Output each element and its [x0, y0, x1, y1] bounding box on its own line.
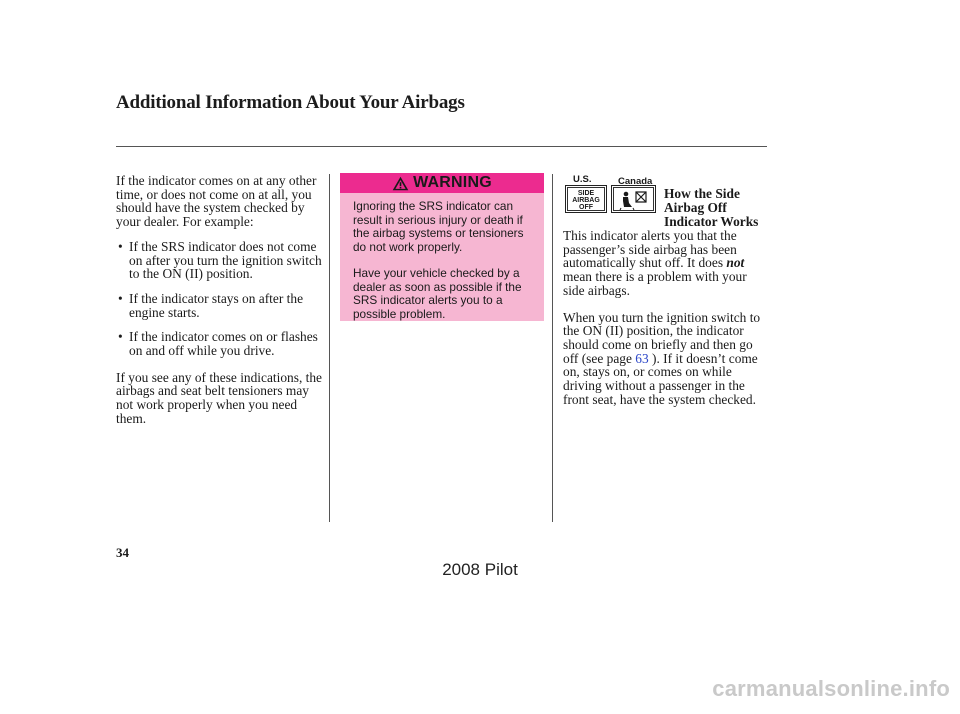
side-airbag-off-text-icon: SIDE AIRBAG OFF	[567, 187, 605, 211]
bullet-icon: •	[118, 290, 123, 306]
canada-label: Canada	[618, 176, 653, 187]
right-column: This indicator alerts you that the passe…	[563, 228, 771, 407]
side-airbag-heading: How the Side Airbag Off Indicator Works	[664, 186, 759, 229]
footer-model-label: 2008 Pilot	[442, 560, 518, 579]
page-number: 34	[116, 545, 129, 560]
list-item: • If the SRS indicator does not come on …	[118, 238, 322, 282]
warning-paragraph: Ignoring the SRS indicator can result in…	[353, 199, 524, 254]
warning-paragraph: Have your vehicle checked by a dealer as…	[353, 266, 522, 321]
intro-paragraph: If the indicator comes on at any other t…	[116, 173, 317, 230]
side-airbag-off-canada-icon	[611, 185, 656, 213]
column-divider-left	[329, 174, 330, 522]
warning-title: WARNING	[413, 174, 492, 191]
closing-paragraph: If you see any of these indications, the…	[116, 369, 323, 426]
left-column: If the indicator comes on at any other t…	[116, 174, 324, 426]
emphasis-not: not	[726, 255, 745, 271]
section-title: Additional Information About Your Airbag…	[116, 92, 465, 113]
svg-text:OFF: OFF	[579, 204, 594, 211]
us-label: U.S.	[573, 174, 592, 185]
warning-triangle-icon	[392, 176, 409, 190]
indicator-description: This indicator alerts you that the passe…	[563, 228, 747, 298]
bullet-icon: •	[118, 238, 123, 254]
page-reference-link[interactable]: 63	[635, 350, 649, 366]
column-divider-right	[552, 174, 553, 522]
warning-header: WARNING	[340, 173, 544, 193]
warning-body: Ignoring the SRS indicator can result in…	[340, 193, 544, 321]
svg-text:SIDE: SIDE	[578, 190, 595, 197]
side-airbag-off-us-icon: SIDE AIRBAG OFF	[565, 185, 607, 213]
side-airbag-off-symbol-icon	[613, 187, 654, 211]
svg-text:AIRBAG: AIRBAG	[572, 197, 600, 204]
indicator-check-paragraph: When you turn the ignition switch to the…	[563, 309, 761, 407]
warning-box: WARNING Ignoring the SRS indicator can r…	[340, 173, 544, 321]
watermark: carmanualsonline.info	[712, 676, 950, 701]
list-item: • If the indicator comes on or flashes o…	[118, 329, 318, 359]
title-divider	[116, 146, 767, 147]
bullet-icon: •	[118, 329, 123, 345]
list-item: • If the indicator stays on after the en…	[118, 290, 304, 320]
